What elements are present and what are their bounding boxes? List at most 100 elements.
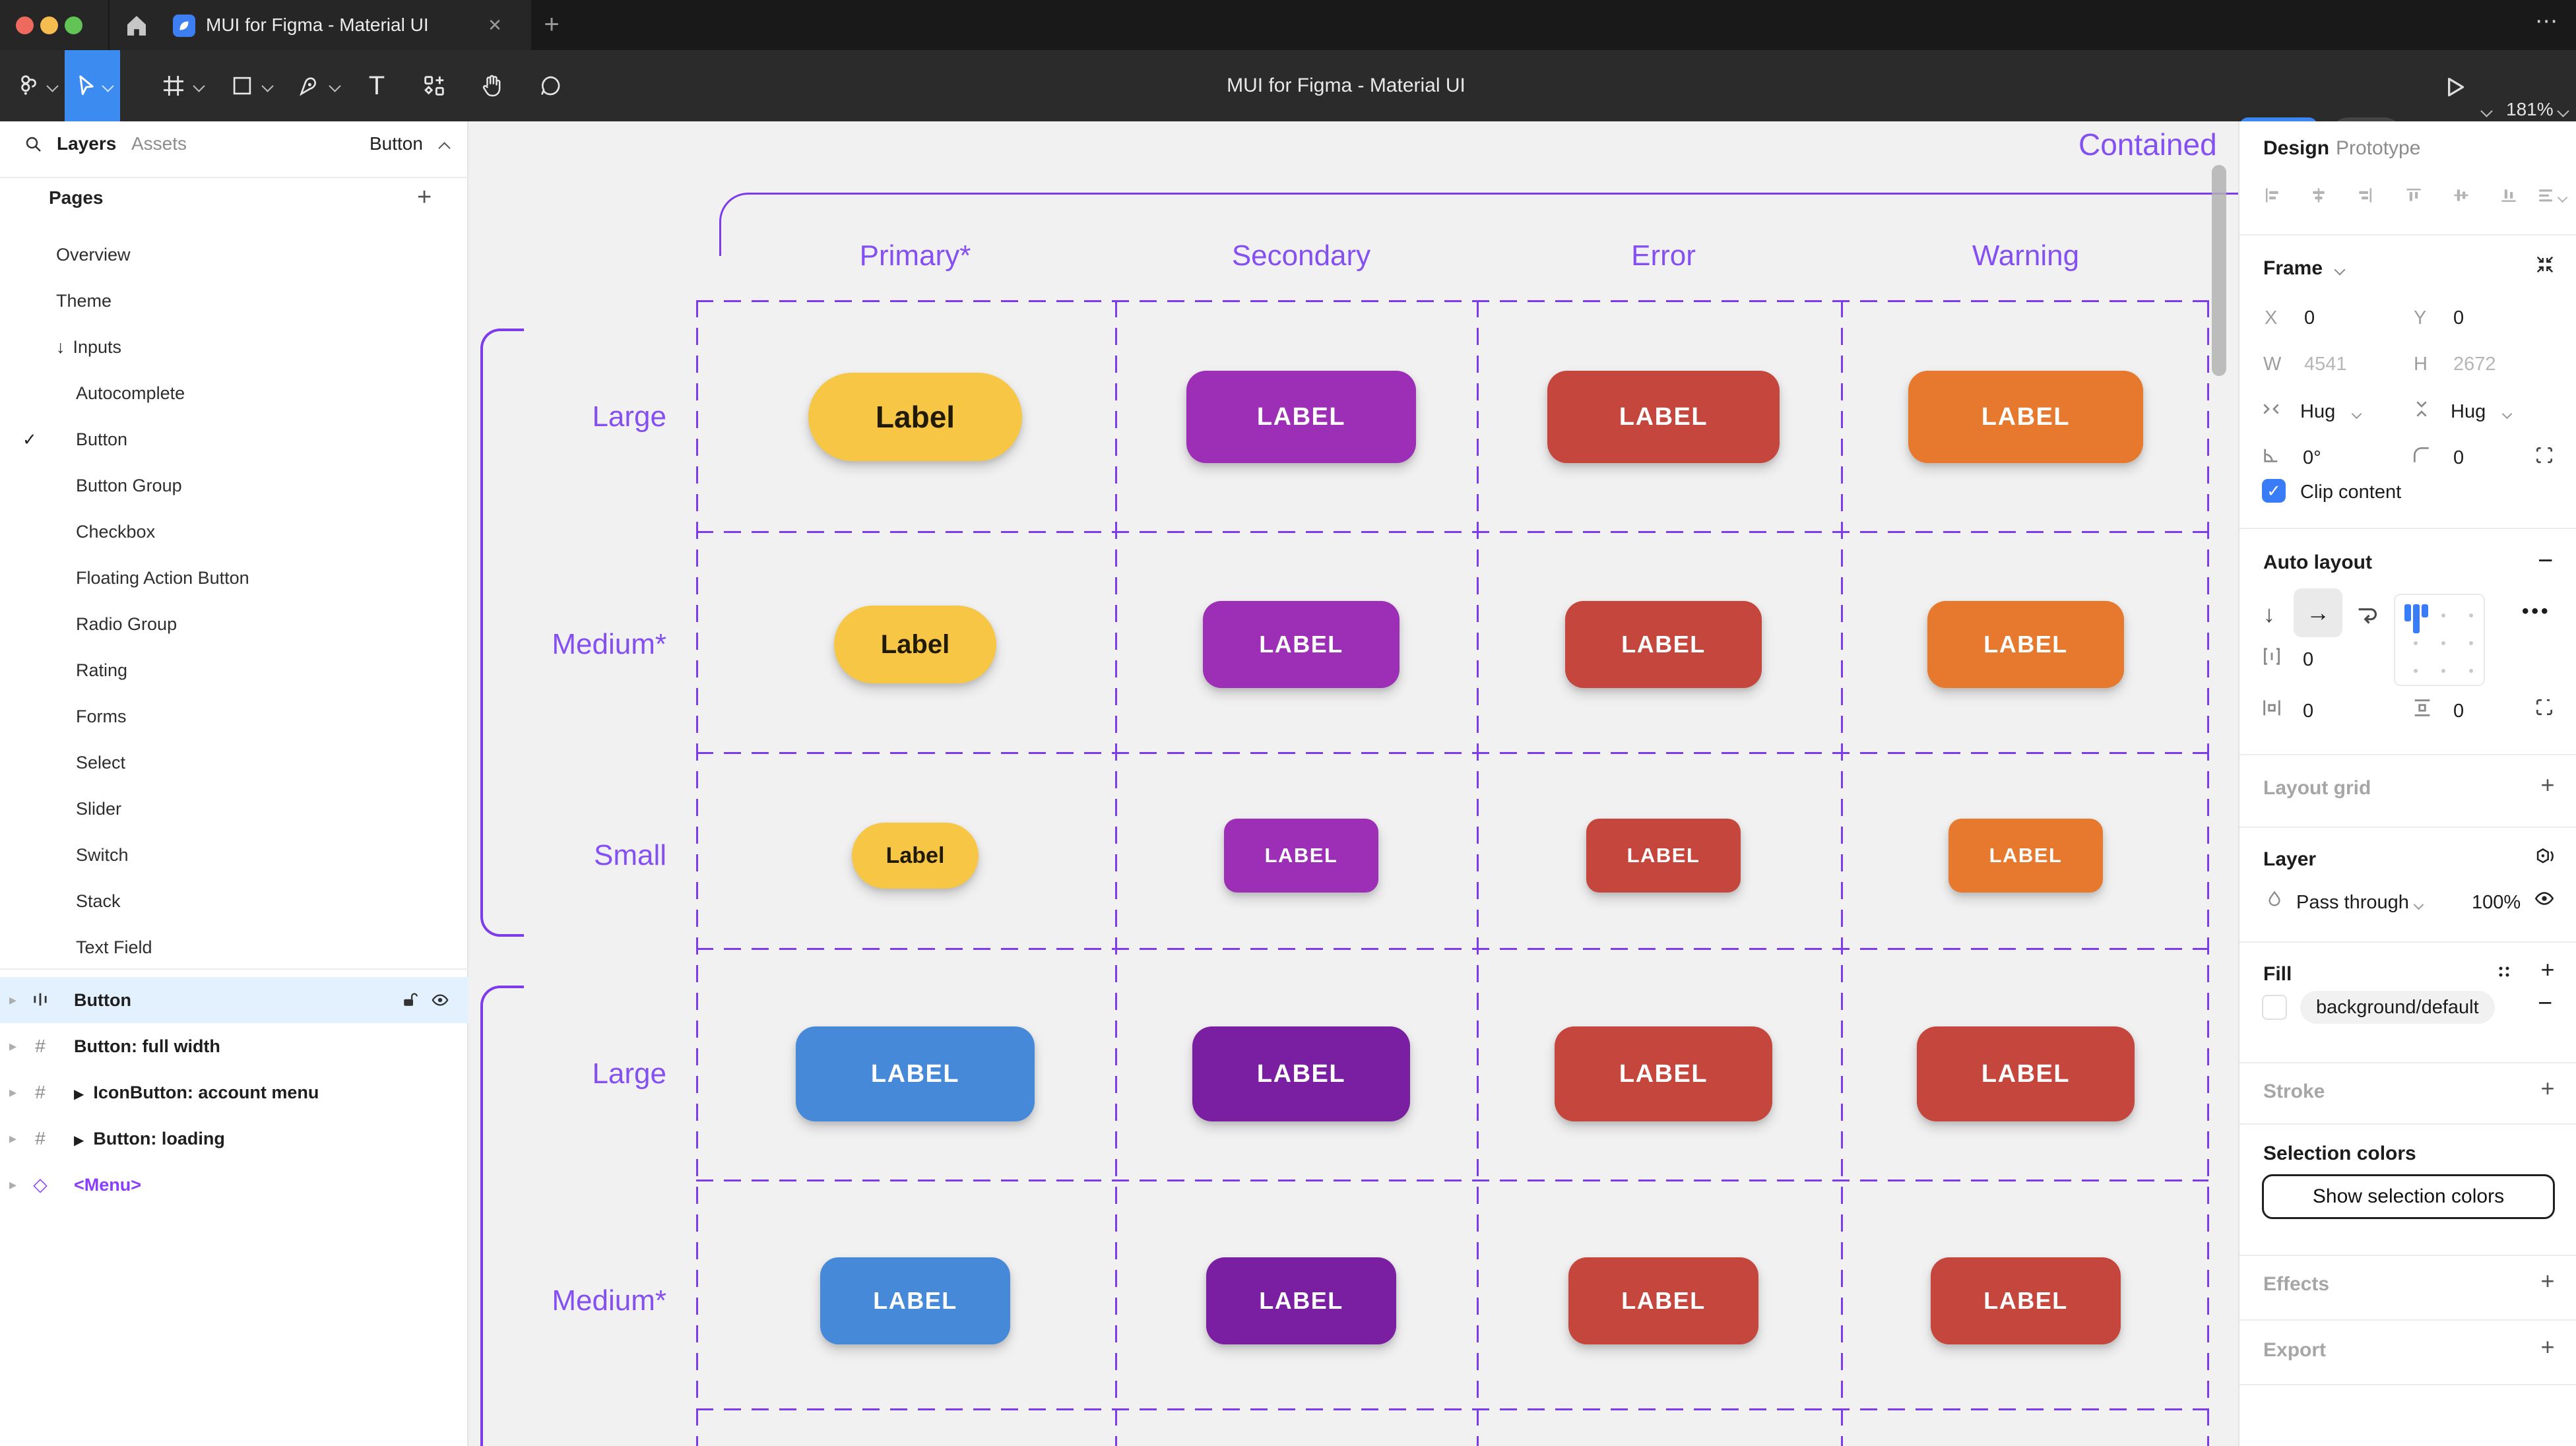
- tab-prototype[interactable]: Prototype: [2336, 137, 2421, 159]
- sidebar-page-item[interactable]: Forms: [0, 693, 468, 739]
- align-bottom-icon[interactable]: [2498, 185, 2519, 206]
- auto-layout-alignment-grid[interactable]: [2394, 594, 2485, 686]
- blend-mode-chevron-icon[interactable]: [2413, 899, 2424, 912]
- tab-layers[interactable]: Layers: [57, 133, 117, 154]
- canvas-button-warning-medium[interactable]: LABEL: [1931, 1257, 2121, 1344]
- minimize-window-button[interactable]: [40, 16, 58, 34]
- canvas-button-primary-medium[interactable]: LABEL: [820, 1257, 1010, 1344]
- layer-row-button-full-width[interactable]: ▸#Button: full width: [0, 1023, 468, 1069]
- width-value[interactable]: 4541: [2304, 354, 2347, 375]
- disclosure-icon[interactable]: ▸: [9, 1176, 17, 1193]
- canvas-button-secondary-large[interactable]: LABEL: [1186, 371, 1416, 463]
- present-play-icon[interactable]: [2441, 74, 2468, 100]
- canvas-button-secondary-medium[interactable]: LABEL: [1206, 1257, 1396, 1344]
- padding-horizontal-value[interactable]: 0: [2303, 701, 2314, 722]
- shape-tool-chevron-icon[interactable]: [259, 50, 276, 121]
- page-dropdown[interactable]: Button: [370, 133, 451, 154]
- disclosure-icon[interactable]: ▸: [9, 1084, 17, 1100]
- align-left-icon[interactable]: [2262, 185, 2283, 206]
- tab-design[interactable]: Design: [2263, 137, 2330, 159]
- align-horizontal-center-icon[interactable]: [2308, 185, 2329, 206]
- sidebar-page-item[interactable]: Floating Action Button: [0, 555, 468, 601]
- eye-icon[interactable]: [430, 990, 450, 1010]
- sidebar-page-item[interactable]: Autocomplete: [0, 370, 468, 416]
- frame-section-title[interactable]: Frame: [2263, 257, 2323, 279]
- tab-close-icon[interactable]: ✕: [488, 15, 502, 35]
- sidebar-page-item[interactable]: Overview: [0, 232, 468, 278]
- zoom-chevron-icon[interactable]: [2557, 105, 2569, 119]
- canvas-button-secondary-medium[interactable]: LABEL: [1203, 601, 1400, 688]
- layer-row-button[interactable]: ▸Button: [0, 977, 468, 1023]
- hand-tool[interactable]: [474, 50, 511, 121]
- align-right-icon[interactable]: [2354, 185, 2375, 206]
- add-layout-grid-button[interactable]: +: [2540, 771, 2555, 798]
- corner-radius-value[interactable]: 0: [2453, 447, 2464, 468]
- actions-tool[interactable]: [416, 50, 453, 121]
- document-title[interactable]: MUI for Figma - Material UI: [1227, 75, 1465, 96]
- canvas-button-warning-large[interactable]: LABEL: [1917, 1026, 2135, 1121]
- disclosure-icon[interactable]: ▸: [9, 1038, 17, 1054]
- move-tool[interactable]: [65, 50, 120, 121]
- sidebar-page-item[interactable]: Switch: [0, 832, 468, 878]
- height-value[interactable]: 2672: [2453, 354, 2496, 375]
- distribute-chevron-icon[interactable]: [2557, 192, 2568, 204]
- present-chevron-icon[interactable]: [2480, 105, 2493, 119]
- main-menu-icon[interactable]: [13, 50, 44, 121]
- hug-vertical-value[interactable]: Hug: [2451, 401, 2486, 422]
- tab-title[interactable]: MUI for Figma - Material UI: [206, 15, 429, 35]
- add-export-button[interactable]: +: [2540, 1333, 2555, 1360]
- canvas-button-secondary-large[interactable]: LABEL: [1192, 1026, 1410, 1121]
- gap-value[interactable]: 0: [2303, 649, 2314, 670]
- rotation-value[interactable]: 0°: [2303, 447, 2321, 468]
- fill-styles-icon[interactable]: [2493, 960, 2515, 983]
- layer-opacity-value[interactable]: 100%: [2472, 892, 2521, 913]
- titlebar-more-icon[interactable]: ⋯: [2535, 9, 2560, 34]
- unlock-icon[interactable]: [400, 990, 420, 1010]
- padding-vertical-value[interactable]: 0: [2453, 701, 2464, 722]
- align-vertical-center-icon[interactable]: [2451, 185, 2472, 206]
- hug-horizontal-chevron-icon[interactable]: [2351, 408, 2362, 421]
- canvas-button-primary-medium[interactable]: Label: [834, 606, 996, 683]
- zoom-window-button[interactable]: [65, 16, 82, 34]
- collapse-panel-icon[interactable]: [2534, 253, 2556, 276]
- canvas-button-secondary-small[interactable]: LABEL: [1224, 819, 1378, 893]
- disclosure-icon[interactable]: ▸: [9, 991, 17, 1008]
- sidebar-page-item[interactable]: Rating: [0, 647, 468, 693]
- frame-chevron-icon[interactable]: [2334, 264, 2346, 277]
- distribute-icon[interactable]: [2535, 185, 2556, 206]
- canvas-button-error-small[interactable]: LABEL: [1586, 819, 1741, 893]
- tab-assets[interactable]: Assets: [131, 133, 187, 154]
- hug-vertical-chevron-icon[interactable]: [2501, 408, 2513, 421]
- sidebar-page-item[interactable]: Theme: [0, 278, 468, 324]
- canvas-button-error-medium[interactable]: LABEL: [1568, 1257, 1758, 1344]
- pen-tool-chevron-icon[interactable]: [326, 50, 343, 121]
- add-effect-button[interactable]: +: [2540, 1267, 2555, 1294]
- canvas-button-error-medium[interactable]: LABEL: [1565, 601, 1762, 688]
- canvas-button-error-large[interactable]: LABEL: [1555, 1026, 1772, 1121]
- remove-fill-button[interactable]: −: [2538, 990, 2553, 1017]
- independent-corners-icon[interactable]: [2534, 445, 2555, 466]
- canvas-button-error-large[interactable]: LABEL: [1547, 371, 1780, 463]
- frame-tool-chevron-icon[interactable]: [190, 50, 207, 121]
- sidebar-page-item[interactable]: Text Field: [0, 924, 468, 970]
- hug-horizontal-value[interactable]: Hug: [2300, 401, 2336, 422]
- clip-content-label[interactable]: Clip content: [2300, 482, 2402, 503]
- canvas-button-warning-medium[interactable]: LABEL: [1927, 601, 2124, 688]
- sidebar-page-item[interactable]: ↓Inputs: [0, 324, 468, 370]
- add-page-button[interactable]: +: [417, 183, 432, 211]
- sidebar-page-item[interactable]: Button Group: [0, 462, 468, 509]
- close-window-button[interactable]: [16, 16, 34, 34]
- add-stroke-button[interactable]: +: [2540, 1075, 2555, 1102]
- search-icon[interactable]: [24, 135, 44, 154]
- menu-chevron-icon[interactable]: [44, 50, 61, 121]
- canvas-button-warning-large[interactable]: LABEL: [1908, 371, 2143, 463]
- shape-tool[interactable]: [226, 50, 259, 121]
- auto-layout-horizontal-icon[interactable]: →: [2294, 588, 2342, 637]
- y-value[interactable]: 0: [2453, 307, 2464, 329]
- new-tab-button[interactable]: +: [544, 10, 560, 39]
- layer-row-button-loading[interactable]: ▸#▶Button: loading: [0, 1116, 468, 1162]
- pen-tool[interactable]: [293, 50, 326, 121]
- canvas-button-primary-small[interactable]: Label: [852, 823, 979, 889]
- auto-layout-more-icon[interactable]: •••: [2522, 600, 2551, 622]
- comment-tool[interactable]: [532, 50, 569, 121]
